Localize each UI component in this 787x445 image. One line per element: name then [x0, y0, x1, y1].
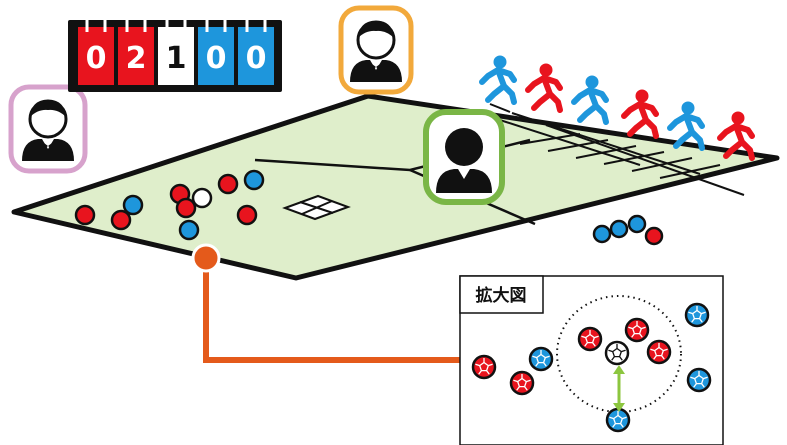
ball-icon — [471, 354, 497, 380]
ball-icon — [604, 340, 630, 366]
referee-icon — [436, 128, 492, 193]
cross-mark-icon — [282, 194, 351, 221]
score-digit: 0 — [206, 41, 227, 76]
ball-icon — [175, 197, 197, 219]
zoom-panel-label: 拡大図 — [476, 285, 527, 306]
court — [11, 93, 780, 281]
ball-icon — [686, 367, 712, 393]
ball-icon — [577, 326, 603, 352]
ball-icon — [509, 370, 535, 396]
ball-icon — [191, 187, 213, 209]
ball-icon — [605, 407, 631, 433]
running-player-icon — [624, 90, 656, 136]
referee-top — [338, 5, 414, 95]
spare-balls — [592, 214, 664, 246]
court-lines — [474, 103, 745, 196]
score-digit: 0 — [246, 41, 267, 76]
ball-icon — [178, 219, 200, 241]
ball-icon — [74, 204, 96, 226]
zoom-panel: 拡大図 — [459, 275, 724, 445]
ball-icon — [243, 169, 265, 191]
ball-icon — [609, 219, 629, 239]
ball-icon — [236, 204, 258, 226]
running-player-icon — [574, 76, 606, 122]
referee-left — [8, 84, 88, 174]
score-digit-card: 2 — [118, 20, 154, 85]
ball-icon — [592, 224, 612, 244]
referee-center — [423, 109, 505, 205]
running-player-icon — [528, 64, 560, 110]
callout-connector — [191, 243, 460, 363]
score-digit-card: 0 — [198, 20, 234, 85]
ball-icon — [217, 173, 239, 195]
running-player-icon — [482, 56, 514, 102]
court-balls — [74, 169, 265, 241]
ball-icon — [528, 346, 554, 372]
ball-icon — [684, 302, 710, 328]
score-digit: 1 — [166, 41, 187, 76]
ball-icon — [624, 317, 650, 343]
score-digit: 2 — [126, 41, 147, 76]
ball-icon — [646, 339, 672, 365]
zoom-balls — [471, 302, 712, 433]
distance-arrow — [613, 365, 625, 412]
score-digit: 0 — [86, 41, 107, 76]
score-digit-card: 1 — [158, 20, 194, 85]
score-digit-card: 0 — [238, 20, 274, 85]
court-surface — [11, 93, 780, 281]
ball-icon — [110, 209, 132, 231]
score-digit-card: 0 — [78, 20, 114, 85]
ball-icon — [644, 226, 664, 246]
ball-icon — [627, 214, 647, 234]
ball-icon — [122, 194, 144, 216]
